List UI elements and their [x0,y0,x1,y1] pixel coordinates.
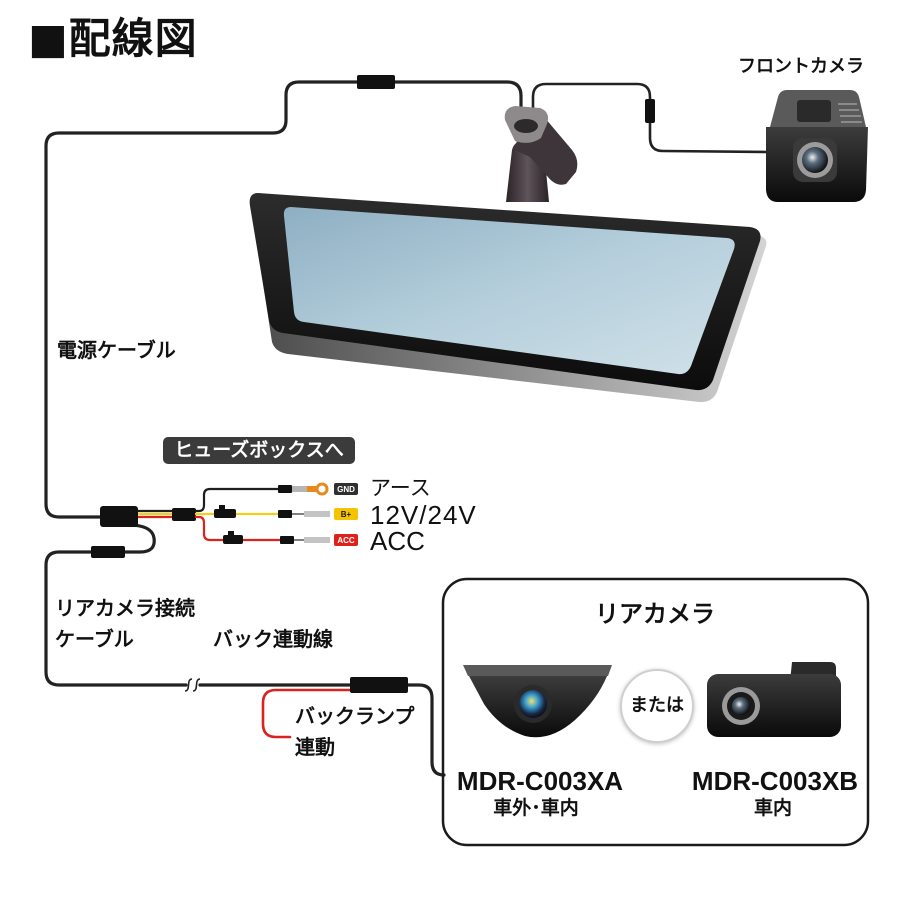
fuse-box-heading: ヒューズボックスへ [163,437,355,464]
ground-wire [195,487,279,513]
fuse-connector [172,508,196,521]
cable-break-mark [184,678,201,692]
rear-cable-label-line1: リアカメラ接続 [55,596,195,620]
acc-badge [334,534,358,546]
power-cable-inline-connector [357,75,395,89]
back-link-connector [350,677,408,693]
acc-fuse-tab [228,531,234,536]
front-camera-cable [531,82,768,154]
bplus-badge-text: B+ [341,510,352,519]
mirror-screen [283,207,735,375]
ground-ring-terminal [315,482,329,496]
ground-terminal-neck [307,486,316,492]
dome-camera-lens [519,690,547,718]
front-camera-clip [797,100,831,122]
mount-type-xa: 車外･車内 [493,797,579,819]
acc-wire [195,515,281,542]
box-camera-lens [732,697,750,715]
rear-camera-box [707,662,841,737]
battery-connector [278,510,292,518]
gnd-badge-text: GND [337,485,355,494]
rear-camera-cable [44,523,446,777]
front-camera-cable-connector [645,99,655,123]
gnd-badge [334,483,358,495]
back-link-wire-label: バック連動線 [213,627,333,651]
acc-fuse-holder [223,535,243,544]
dome-camera-plate [463,665,612,676]
back-lamp-label-line1: バックランプ [295,704,415,728]
power-cable [44,80,523,519]
mirror-monitor [249,193,767,403]
acc-connector [280,536,294,544]
mount-cable-port [514,119,538,133]
ground-sleeve [292,486,307,492]
bplus-badge [334,508,358,520]
back-lamp-wire [261,688,354,739]
rear-camera-heading: リアカメラ [595,600,715,628]
ground-connector [278,485,292,493]
model-name-xa: MDR-C003XA [456,766,624,796]
mount-type-xb: 車内 [753,797,792,819]
rear-cable-label-line2: ケーブル [55,627,134,651]
rear-camera-dome [463,665,612,738]
or-badge: または [620,669,694,743]
front-camera [766,90,868,202]
battery-fuse-tab [219,505,225,510]
front-camera-label: フロントカメラ [738,56,864,77]
rear-camera-panel [441,577,870,847]
page-title: ■配線図 [28,14,198,63]
mirror-mount [504,106,578,202]
power-connector [100,506,138,527]
rear-camera-cable-connector [91,546,125,558]
ground-label: アース [370,476,431,500]
acc-badge-text: ACC [337,536,355,545]
front-camera-vents [838,103,862,123]
battery-voltage-label: 12V/24V [370,500,477,530]
battery-fuse-holder [214,509,236,518]
model-name-xb: MDR-C003XB [691,766,859,796]
power-cable-label: 電源ケーブル [57,338,176,362]
acc-sleeve [304,537,330,543]
back-lamp-label-line2: 連動 [295,735,335,759]
battery-sleeve [304,511,330,517]
front-camera-lens [802,147,828,173]
acc-label: ACC [370,526,425,556]
